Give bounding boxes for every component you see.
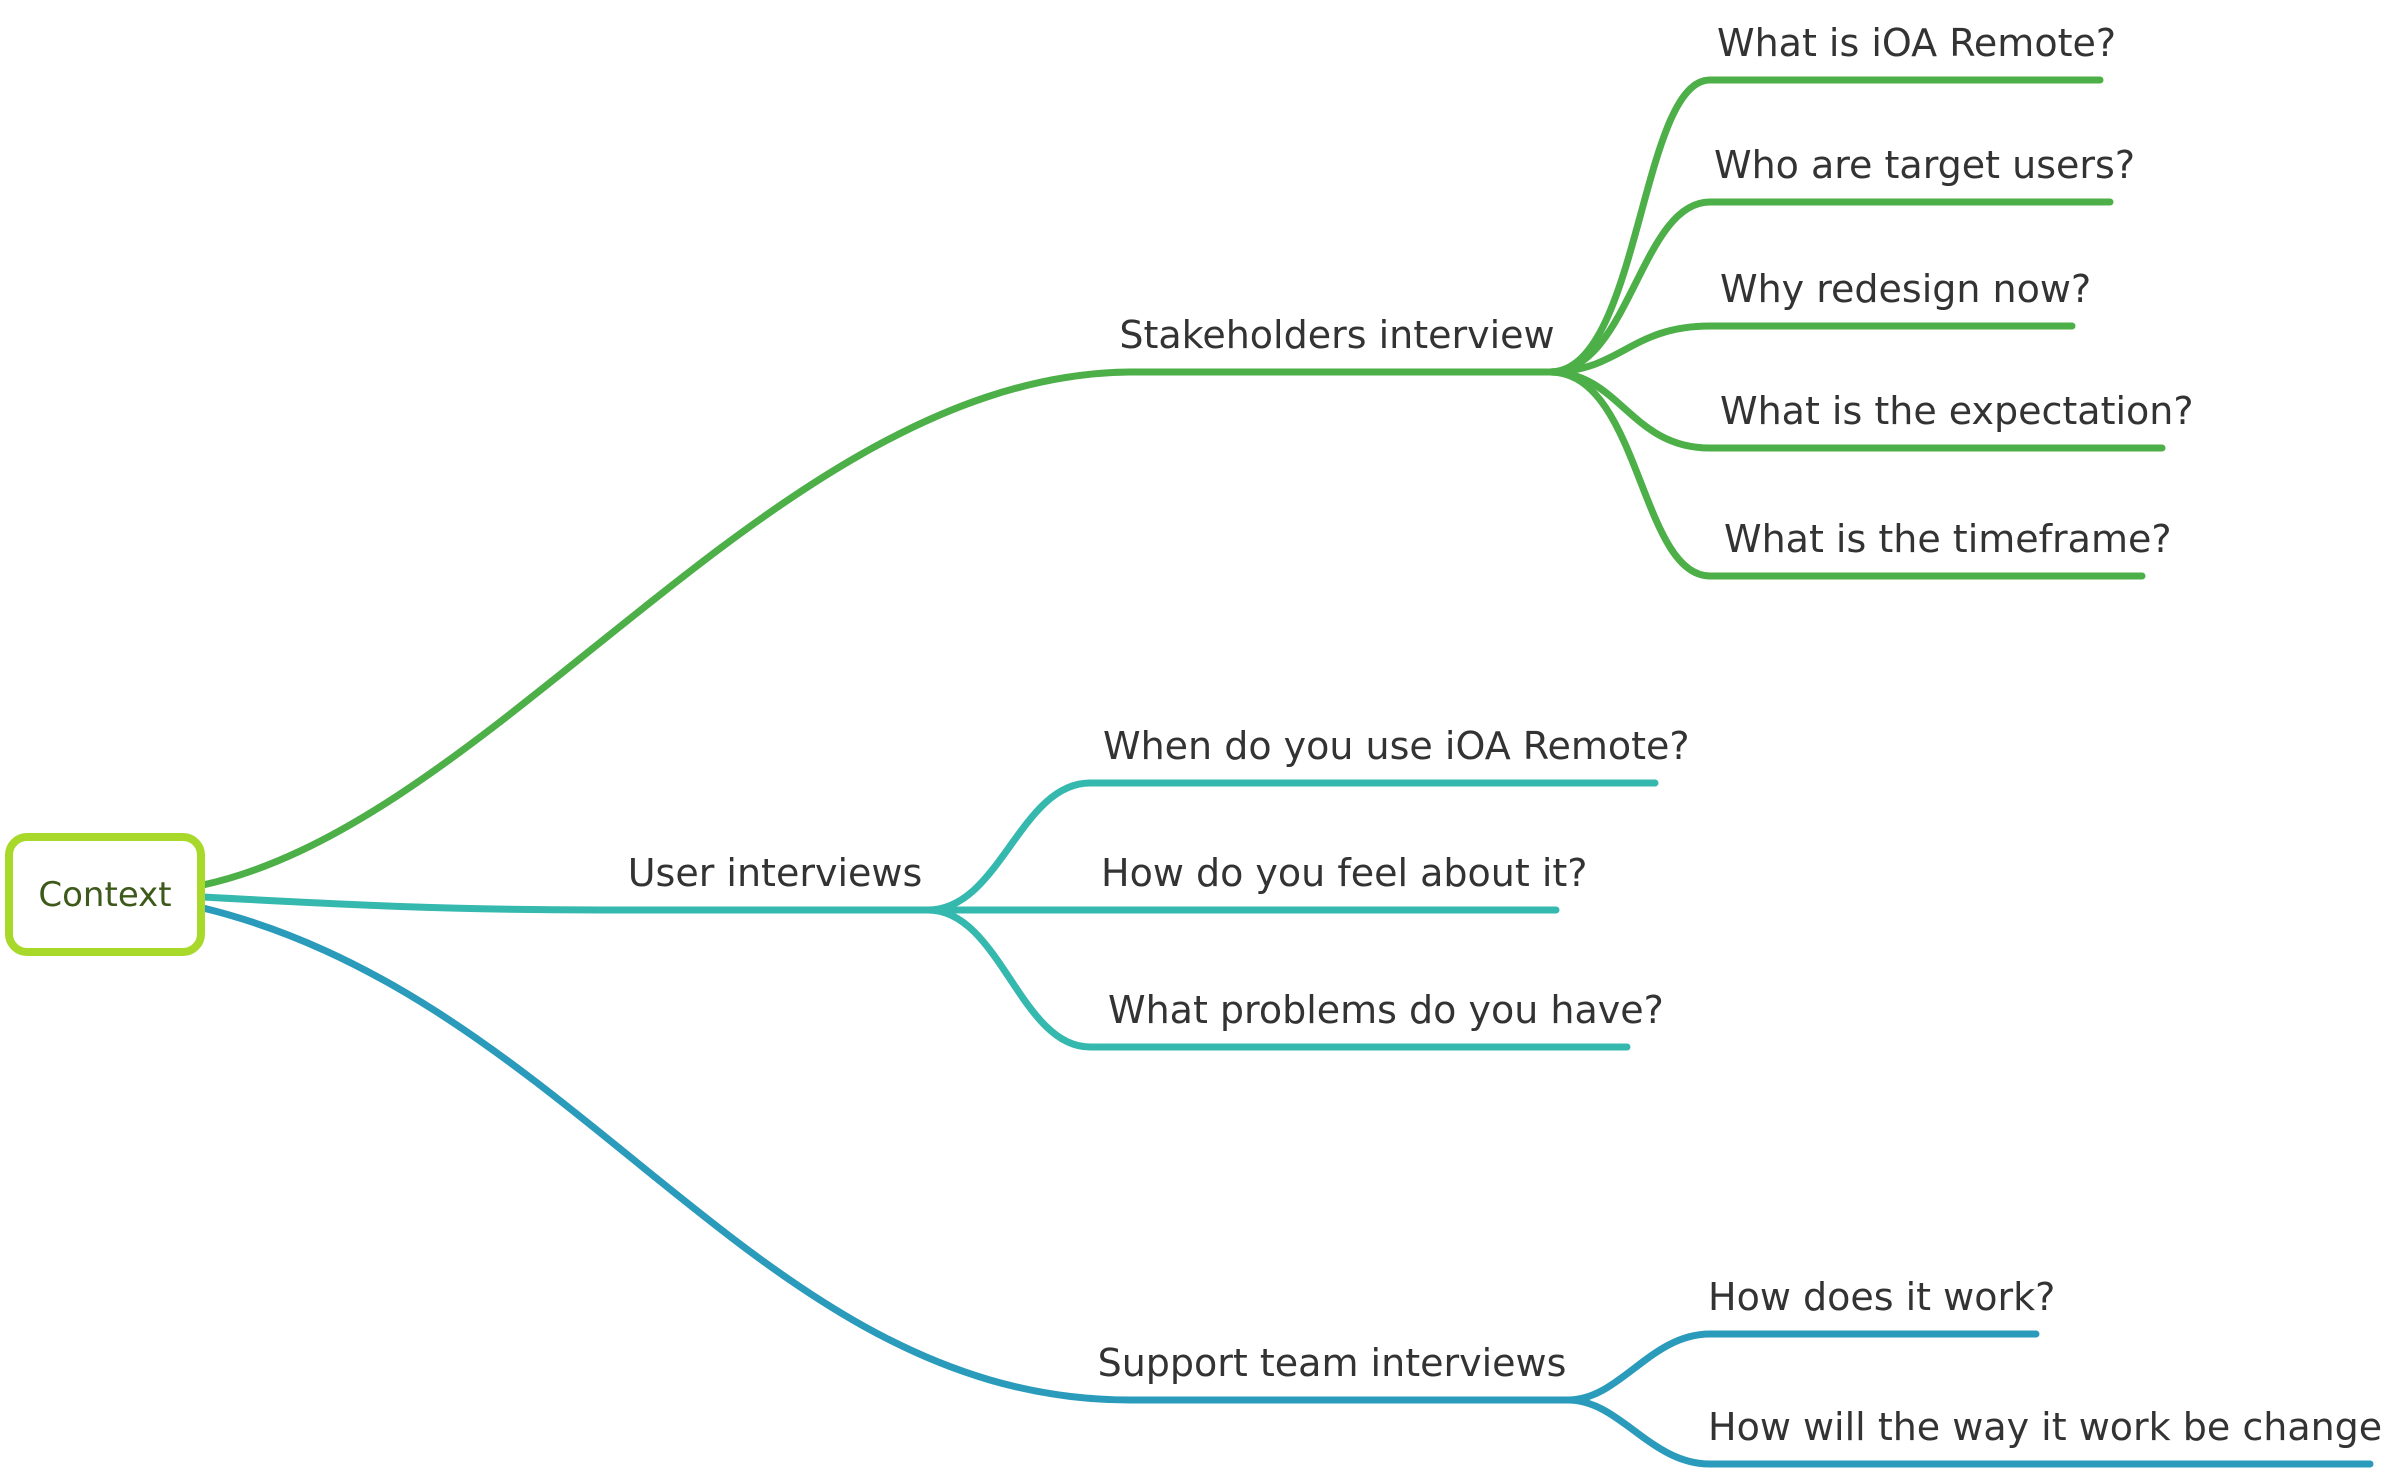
connector-root-stakeholders — [199, 368, 1554, 889]
connector-support-child-2 — [1564, 1396, 2374, 1468]
connector-support-child-1 — [1564, 1330, 2040, 1404]
stakeholders-child-5-label[interactable]: What is the timeframe? — [1724, 517, 2172, 561]
support-child-1-label[interactable]: How does it work? — [1708, 1275, 2055, 1319]
users-child-3-label[interactable]: What problems do you have? — [1108, 988, 1664, 1032]
connector-root-support — [199, 904, 1572, 1404]
connector-root-users — [199, 893, 932, 914]
root-node-box — [5, 833, 205, 956]
stakeholders-child-1-label[interactable]: What is iOA Remote? — [1717, 21, 2116, 65]
branch-users-label[interactable]: User interviews — [628, 851, 923, 895]
connector-stakeholders-child-1 — [1546, 76, 2104, 376]
stakeholders-child-2-label[interactable]: Who are target users? — [1714, 143, 2135, 187]
users-child-1-label[interactable]: When do you use iOA Remote? — [1103, 724, 1690, 768]
connector-stakeholders-child-2 — [1546, 198, 2114, 376]
support-child-2-label[interactable]: How will the way it work be changed? — [1708, 1405, 2384, 1449]
branch-support-label[interactable]: Support team interviews — [1098, 1341, 1567, 1385]
stakeholders-child-3-label[interactable]: Why redesign now? — [1720, 267, 2091, 311]
connector-users-child-1 — [924, 779, 1659, 914]
root-node-label: Context — [38, 875, 171, 915]
connector-stakeholders-child-5 — [1546, 368, 2146, 580]
branch-stakeholders-label[interactable]: Stakeholders interview — [1119, 313, 1554, 357]
connector-users-child-3 — [924, 906, 1631, 1051]
connector-stakeholders-child-3 — [1546, 322, 2076, 376]
users-child-2-label[interactable]: How do you feel about it? — [1101, 851, 1587, 895]
stakeholders-child-4-label[interactable]: What is the expectation? — [1720, 389, 2194, 433]
root-node[interactable]: Context — [5, 833, 205, 956]
